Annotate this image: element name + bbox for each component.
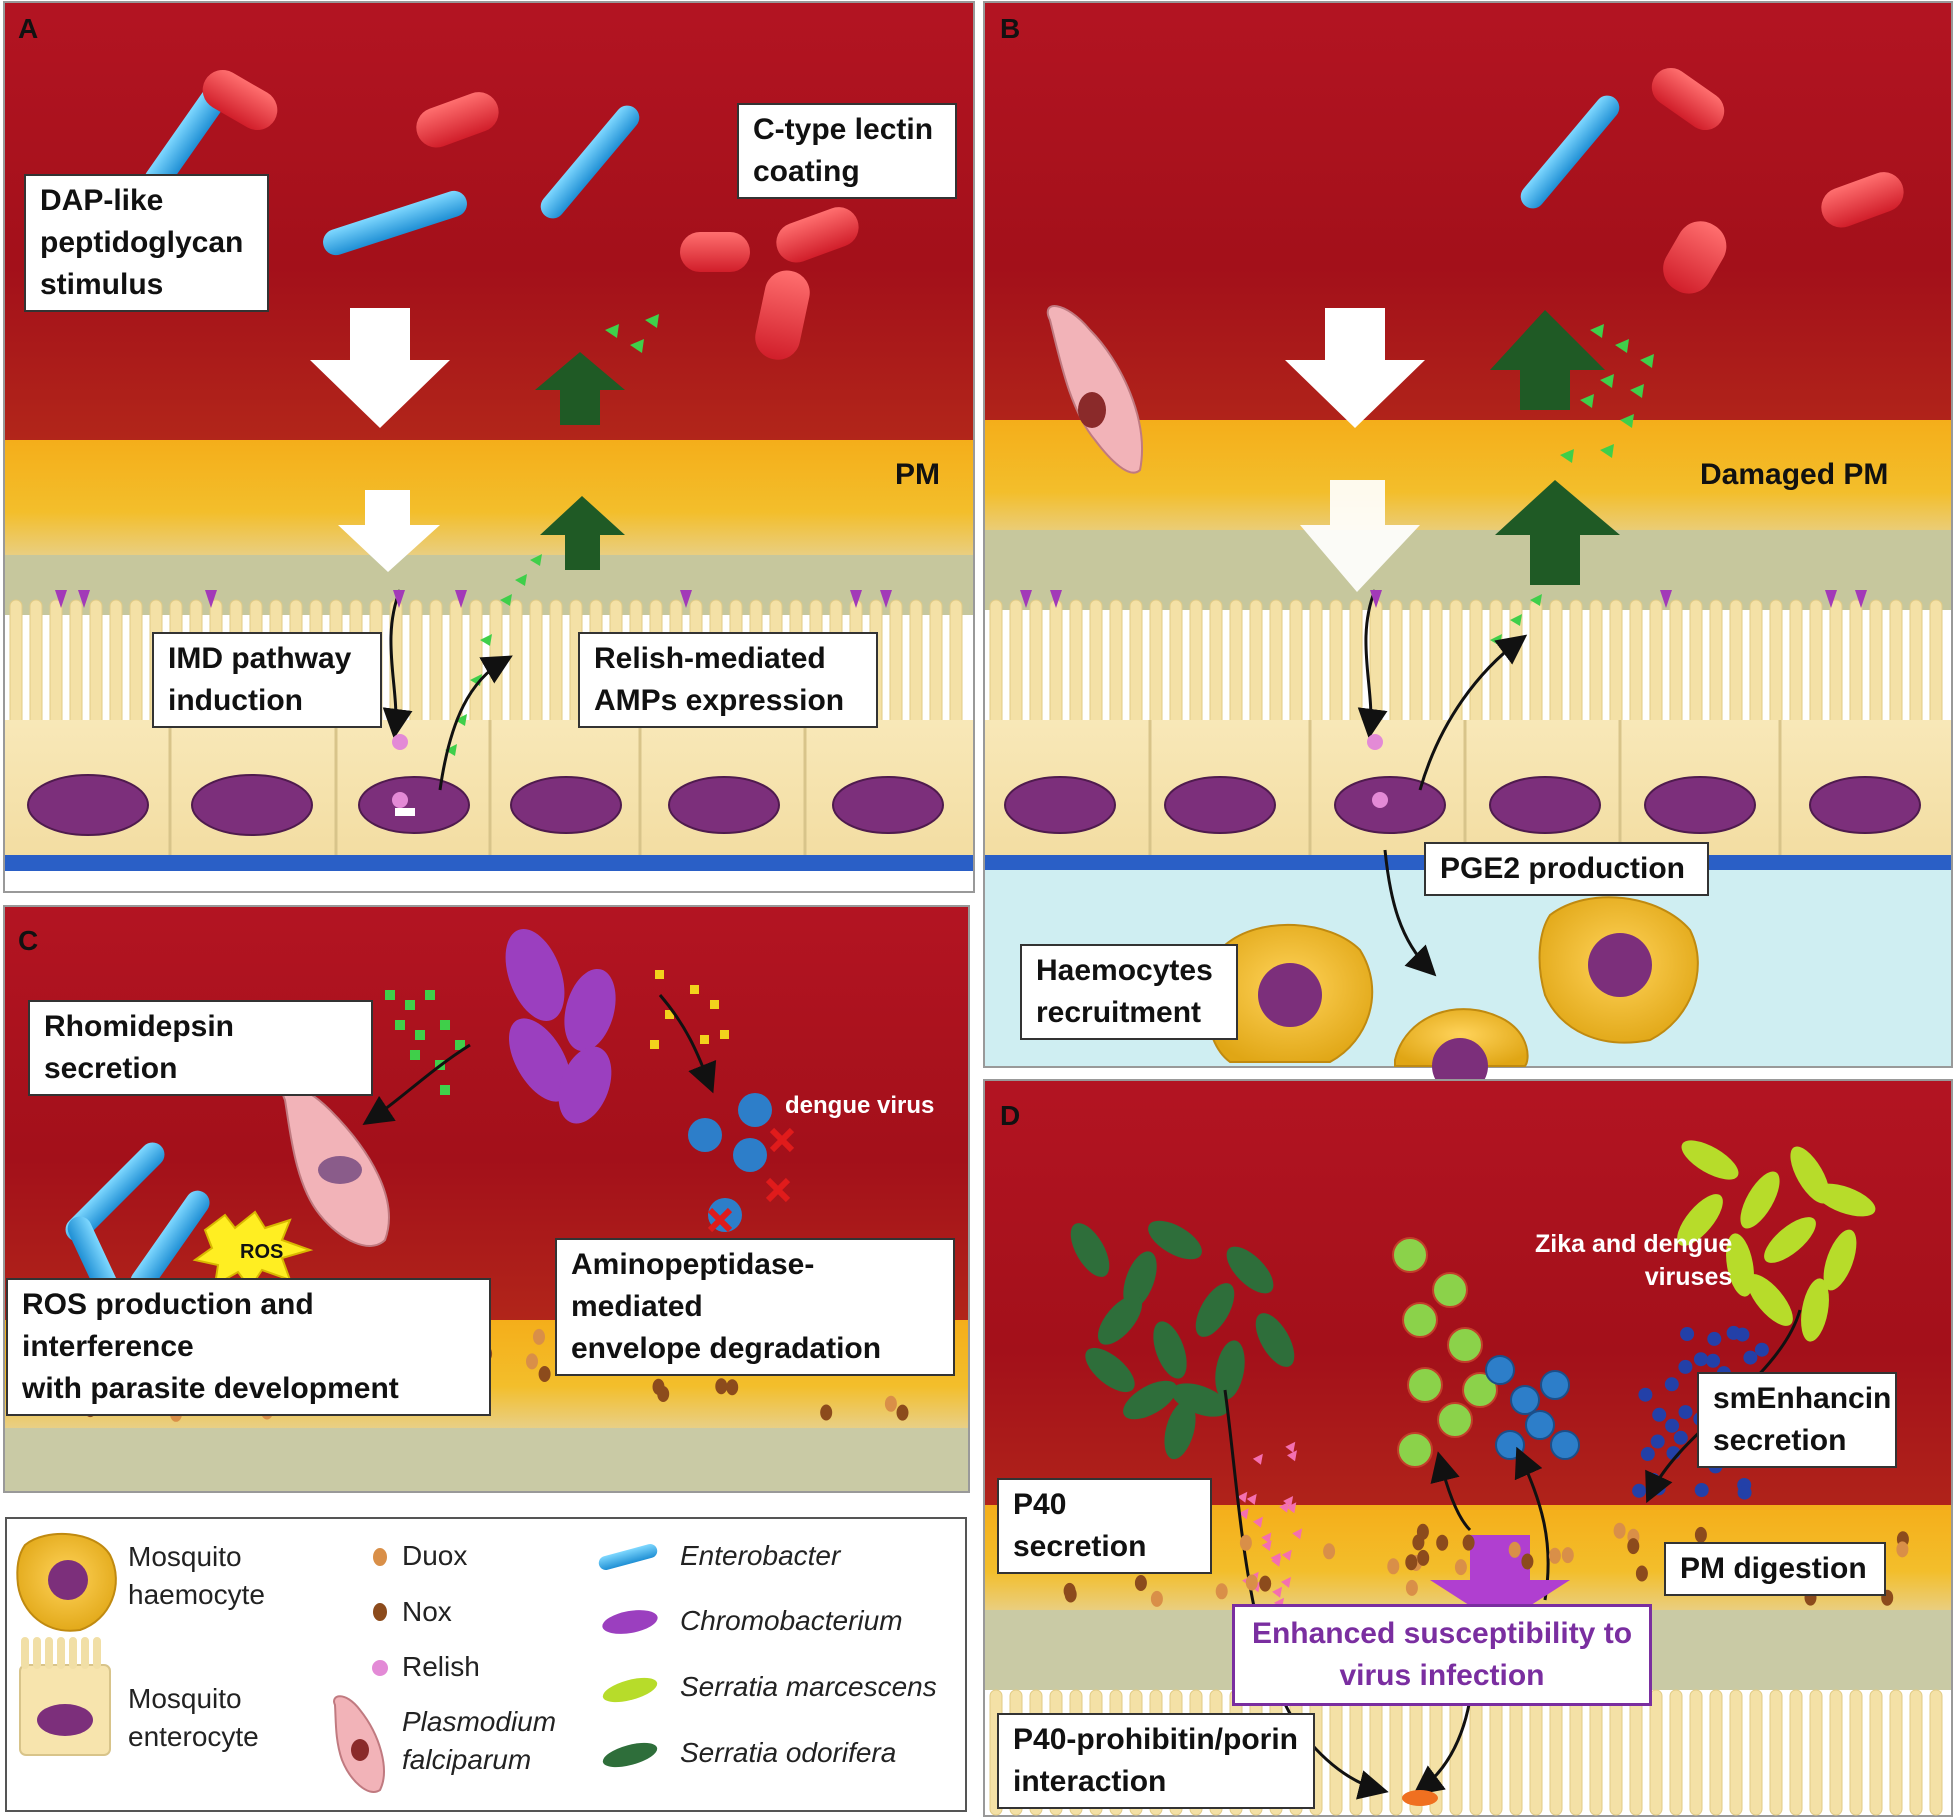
- label-rhomidepsin-secretion: Rhomidepsin secretion: [28, 1000, 373, 1096]
- haemocytes-b: [1205, 896, 1699, 1094]
- label-aminopeptidase: Aminopeptidase-mediated envelope degrada…: [555, 1238, 955, 1376]
- pgrp-receptors-a: [55, 590, 892, 608]
- label-dengue-virus: dengue virus: [785, 1092, 935, 1119]
- label-dap-peptidoglycan: DAP-like peptidoglycan stimulus: [24, 174, 269, 312]
- label-haemocytes-recruitment: Haemocytes recruitment: [1020, 944, 1238, 1040]
- amp-peptides-a: [445, 314, 659, 756]
- label-enhanced-susceptibility: Enhanced susceptibility to virus infecti…: [1232, 1604, 1652, 1706]
- legend-label-relish: Relish: [402, 1651, 480, 1682]
- enhanced-susceptibility-arrow: [1430, 1535, 1570, 1625]
- serratia-marcescens-cells-d: [1677, 1140, 1876, 1342]
- enterobacter-cell-b: [1520, 95, 1620, 209]
- panel-letter-b: B: [1000, 13, 1020, 44]
- stimulus-arrow-large-a: [310, 308, 450, 428]
- label-pge2-production: PGE2 production: [1424, 842, 1709, 896]
- ros-burst: [192, 1210, 314, 1290]
- ros-burst-label: ROS: [240, 1241, 283, 1263]
- legend: [5, 1517, 967, 1812]
- ectoperitrophic-space-b: [985, 530, 1951, 610]
- zika-dengue-particles-d: [1392, 1237, 1580, 1468]
- label-ros-production: ROS production and interference with par…: [6, 1278, 491, 1416]
- amp-arrow-upper-a: [535, 352, 625, 425]
- pgrp-receptors-b: [1020, 590, 1867, 608]
- duox-icon: [373, 1548, 387, 1566]
- amp-peptides-b: [1490, 324, 1654, 646]
- legend-label-chromobacterium: Chromobacterium: [680, 1605, 903, 1636]
- label-pm: PM: [895, 458, 940, 491]
- pge2-arrow-b: [1383, 849, 1437, 977]
- relish-amp-arrow-a: [438, 655, 513, 791]
- aminopeptidase-molecules: [650, 970, 729, 1049]
- relish-protein-a: [392, 734, 408, 750]
- virus-egress-arrow-left: [1430, 1451, 1472, 1532]
- amp-arrow-lower-a: [540, 496, 625, 570]
- legend-label-serratia-marcescens: Serratia marcescens: [680, 1671, 937, 1702]
- legend-label-duox: Duox: [402, 1540, 468, 1571]
- aminopeptidase-arrow: [658, 994, 717, 1094]
- label-p40-secretion: P40 secretion: [997, 1478, 1212, 1574]
- plasmodium-icon: [333, 1695, 385, 1793]
- erythrocytes-a: [202, 70, 859, 360]
- panel-letter-a: A: [18, 13, 38, 44]
- nox-icon: [373, 1603, 387, 1621]
- label-smenhancin-secretion: smEnhancin secretion: [1697, 1372, 1897, 1468]
- label-imd-pathway: IMD pathway induction: [152, 632, 382, 728]
- label-pm-digestion: PM digestion: [1664, 1542, 1886, 1596]
- prohibitin-porin-receptor: [1402, 1790, 1438, 1806]
- stimulus-arrow-small-b: [1300, 480, 1420, 592]
- label-c-type-lectin: C-type lectin coating: [737, 103, 957, 199]
- rhomidepsin-arrow: [362, 1043, 471, 1125]
- stimulus-arrow-small-a: [338, 490, 440, 572]
- relish-protein-b: [1367, 734, 1383, 750]
- serratia-odorifera-icon: [602, 1742, 658, 1768]
- relish-bound-a: [392, 792, 408, 808]
- legend-label-haemocyte: Mosquito haemocyte: [128, 1541, 265, 1610]
- virus-degraded-marks: [707, 1127, 795, 1233]
- relish-icon: [372, 1660, 388, 1676]
- legend-label-plasmodium: Plasmodium falciparum: [402, 1706, 557, 1775]
- erythrocytes-b: [1651, 67, 1904, 294]
- stimulus-arrow-large-b: [1285, 308, 1425, 428]
- amp-arrow-upper-b: [1490, 310, 1605, 410]
- lumen-b: [985, 3, 1951, 443]
- imd-signal-arrow-a: [382, 589, 413, 739]
- microvilli-b: [989, 599, 1943, 731]
- label-zika-dengue-viruses: Zika and dengue viruses: [1535, 1230, 1733, 1291]
- label-damaged-pm: Damaged PM: [1700, 458, 1889, 491]
- ectoperitrophic-space-c: [5, 1428, 968, 1491]
- p40-molecules: [1237, 1441, 1303, 1609]
- enterocyte-borders-a: [168, 720, 807, 868]
- nuclei-a: [27, 774, 944, 836]
- panel-letter-c: C: [18, 925, 38, 956]
- legend-label-nox: Nox: [402, 1596, 452, 1627]
- chromobacterium-cells-c: [505, 929, 616, 1124]
- enterobacter-icon: [598, 1544, 658, 1570]
- plasmodium-b: [1046, 305, 1143, 474]
- label-relish-amps: Relish-mediated AMPs expression: [578, 632, 878, 728]
- nuclei-b: [1004, 776, 1921, 834]
- chromobacterium-icon: [602, 1610, 658, 1634]
- imd-signal-arrow-b: [1357, 589, 1388, 739]
- legend-label-enterocyte: Mosquito enterocyte: [128, 1683, 259, 1752]
- damaged-pm-b: [985, 420, 1951, 540]
- basal-lamina-a: [5, 855, 973, 871]
- legend-label-enterobacter: Enterobacter: [680, 1540, 841, 1571]
- amp-arrow-lower-b: [1495, 480, 1620, 585]
- haemocyte-icon: [16, 1532, 117, 1632]
- relish-amp-arrow-b: [1418, 634, 1528, 791]
- legend-label-serratia-odorifera: Serratia odorifera: [680, 1737, 897, 1768]
- serratia-odorifera-cells-d: [1070, 1220, 1295, 1460]
- peritrophic-matrix-a: [5, 440, 973, 560]
- panel-letter-d: D: [1000, 1100, 1020, 1131]
- label-p40-interaction: P40-prohibitin/porin interaction: [997, 1713, 1315, 1809]
- relish-bound-b: [1372, 792, 1388, 808]
- panel-b: [983, 1, 1953, 1094]
- serratia-marcescens-icon: [602, 1677, 658, 1703]
- enterocyte-icon: [19, 1637, 111, 1756]
